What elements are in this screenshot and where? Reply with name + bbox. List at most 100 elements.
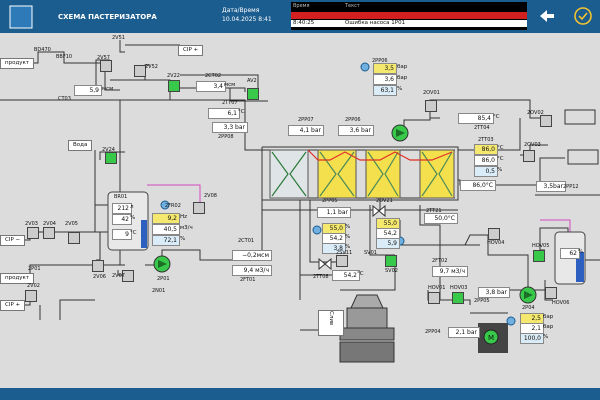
tag-2tt04: 2TT04 (474, 125, 490, 131)
tag-2sv11: 2SV11 (336, 250, 353, 256)
valve-hov05[interactable] (533, 250, 545, 262)
product-in-label[interactable]: продукт (0, 58, 35, 69)
pump2p01-flow: 40,5 (152, 224, 180, 235)
valve-hov01[interactable] (428, 292, 440, 304)
valve-2ov02[interactable] (540, 115, 552, 127)
br01-temp: 9 (112, 229, 132, 240)
pump2p01-freq-unit: Hz (180, 214, 188, 220)
pp12-value: 3,5bar (536, 181, 566, 192)
gear-icon[interactable] (160, 200, 170, 210)
p06-pressure2: 3,6 (373, 74, 397, 85)
valve-2v06[interactable] (92, 260, 104, 272)
valve-sv02[interactable] (385, 255, 397, 267)
valve-2v04[interactable] (43, 227, 55, 239)
gear-icon[interactable] (506, 316, 516, 326)
tt03-v2-unit: °C (497, 156, 504, 162)
pump2p01-flow-unit: м3/ч (180, 225, 193, 231)
valve-hov04[interactable] (488, 228, 500, 240)
cip-top-label[interactable]: CIP + (178, 45, 204, 56)
cip-left-in-label[interactable]: CIP − (0, 235, 26, 246)
pump-2p06-icon[interactable] (390, 123, 410, 143)
pump2p01-pct: 72,1 (152, 235, 180, 246)
tt03-v3-unit: % (497, 167, 503, 173)
tag-2pp12: 2PP12 (563, 184, 579, 190)
tag-2v05: 2V05 (65, 221, 78, 227)
tag-hov05: HOV05 (532, 243, 550, 249)
control-valve-2ov21-icon[interactable] (372, 205, 386, 217)
valve-2v52[interactable] (134, 65, 146, 77)
tt03-v2: 86,0 (474, 155, 498, 166)
tank-pct: 62 (560, 248, 580, 259)
tt05-value: 50,0°C (424, 213, 458, 224)
tag-2v02: 2V02 (27, 283, 40, 289)
valve-2v03[interactable] (27, 227, 39, 239)
alarm-panel[interactable]: Время Текст 8:40:25 Ошибка насоса 1P01 (291, 2, 527, 30)
valve-2v24[interactable] (105, 152, 117, 164)
confirm-icon[interactable] (572, 6, 594, 26)
p04-v1-unit: бар (543, 314, 554, 320)
product-left-label[interactable]: продукт (0, 273, 35, 284)
back-icon[interactable] (536, 6, 558, 26)
gear-icon[interactable] (360, 62, 370, 72)
valve-2v08[interactable] (193, 202, 205, 214)
tag-2v22: 2V22 (167, 73, 180, 79)
pump-2p01-icon[interactable] (152, 254, 172, 274)
tt-out-value: 86,0°C (460, 180, 496, 191)
footer-bar (0, 388, 600, 400)
tag-2ct01: 2CT01 (238, 238, 255, 244)
tag-br01: BR01 (114, 194, 128, 200)
alarm-row[interactable] (291, 12, 527, 19)
valve-2sv11[interactable] (336, 255, 348, 267)
control-valve-2tt08-icon[interactable] (318, 258, 332, 270)
datetime-value: 10.04.2025 8:41 (222, 16, 272, 23)
pp06-value: 3,6 bar (338, 125, 374, 136)
ct03-value: 5,9 (74, 85, 102, 96)
tag-2v57: 2V57 (97, 55, 110, 61)
tag-2ov01: 2OV01 (423, 90, 440, 96)
p06-pct-unit: % (397, 86, 403, 92)
valve-hov03[interactable] (452, 292, 464, 304)
valve-2v57[interactable] (100, 60, 112, 72)
gear-icon[interactable] (312, 225, 322, 235)
tag-2tt08: 2TT08 (313, 274, 329, 280)
tag-hov04: HOV04 (487, 240, 505, 246)
separator (339, 294, 395, 363)
p04-v3: 100,0 (520, 333, 544, 344)
tt08-value: 54,2 (332, 270, 360, 281)
valve-2ov03[interactable] (523, 150, 535, 162)
valve-av2[interactable] (247, 88, 259, 100)
valve-2ov01[interactable] (425, 100, 437, 112)
tag-2pp08: 2PP08 (218, 134, 234, 140)
tag-hov03: HOV03 (450, 285, 468, 291)
motor-icon[interactable]: M (483, 329, 499, 345)
p06-pct: 63,1 (373, 85, 397, 96)
p04-v3-unit: % (543, 334, 549, 340)
alarm-col-time: Время (293, 3, 310, 9)
tank-unit: % (578, 249, 584, 255)
tag-2v24: 2V24 (102, 147, 115, 153)
tag-2v03: 2V03 (25, 221, 38, 227)
tag-2tt21: 2TT21 (426, 208, 442, 214)
tag-2ft02: 2FT02 (432, 258, 448, 264)
ct03-unit: мсм (102, 86, 114, 92)
pump-2p04-icon[interactable] (518, 285, 538, 305)
drain-label[interactable]: Слив (318, 310, 344, 336)
water-label[interactable]: Вода (68, 140, 93, 151)
page-title: СХЕМА ПАСТЕРИЗАТОРА (58, 13, 157, 21)
valve-2v02[interactable] (25, 290, 37, 302)
v21-v3: 5,9 (376, 238, 400, 249)
valve-2v07[interactable] (122, 270, 134, 282)
v11-v2-unit: % (345, 234, 351, 240)
valve-2v22[interactable] (168, 80, 180, 92)
svg-text:M: M (488, 334, 494, 342)
tag-2v07: 2V07 (112, 273, 125, 279)
alarm-row[interactable]: 8:40:25 Ошибка насоса 1P01 (291, 20, 527, 27)
valve-hov06[interactable] (545, 287, 557, 299)
cip-left-out-label[interactable]: CIP + (0, 300, 26, 311)
tag-1p01: 2P01 (28, 266, 41, 272)
v11-v3-unit: % (345, 244, 351, 250)
tag-2n01: 2N01 (152, 288, 166, 294)
valve-2v05[interactable] (68, 232, 80, 244)
tag-2ov02: 2OV02 (527, 110, 544, 116)
